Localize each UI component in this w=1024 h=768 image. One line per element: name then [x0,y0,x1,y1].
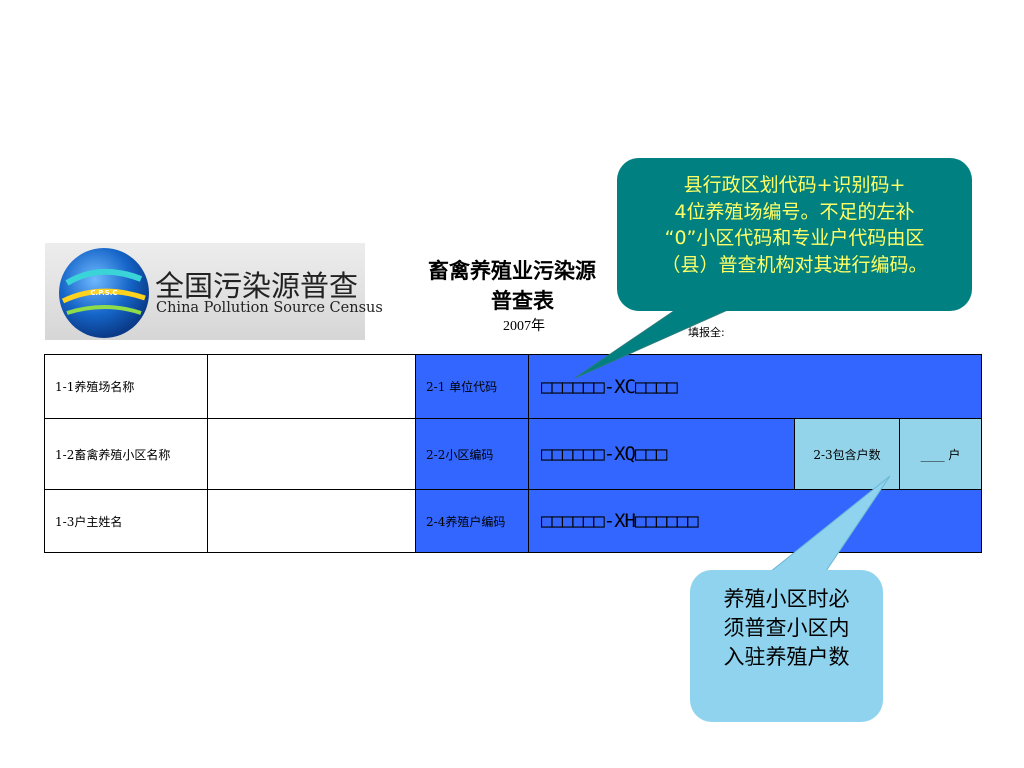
form-note: 填报全: [688,326,725,339]
households-label: 2-3包含户数 [794,418,900,490]
logo-badge-text: C.P.S.C [90,289,117,297]
logo-chinese-text: 全国污染源普查 [155,269,359,303]
farmer-code-label: 2-4养殖户编码 [415,489,529,553]
unit-code-label: 2-1 单位代码 [415,354,529,419]
farmer-code-field[interactable]: □□□□□□-XH□□□□□□ [527,489,983,553]
form-title-line1: 畜禽养殖业污染源 [428,259,596,283]
district-code-label: 2-2小区编码 [415,418,529,490]
farm-name-label: 1-1养殖场名称 [44,354,208,419]
callout-line: 4位养殖场编号。不足的左补 [674,200,915,223]
census-form-table: 1-1养殖场名称 2-1 单位代码 □□□□□□-XC□□□□ 1-2畜禽养殖小… [44,354,983,553]
owner-name-field[interactable] [207,489,416,553]
callout-line: 入驻养殖户数 [723,645,850,669]
census-logo: C.P.S.C 全国污染源普查 China Pollution Source C… [45,243,383,340]
bottom-callout-pointer [758,475,891,581]
callout-line: 养殖小区时必 [723,587,850,611]
top-callout-pointer [574,299,751,379]
form-title-line2: 普查表 [491,289,554,313]
callout-line: 须普查小区内 [723,616,850,640]
owner-name-label: 1-3户主姓名 [44,489,208,553]
households-field[interactable]: ____ 户 [898,418,983,490]
district-name-field[interactable] [207,418,416,490]
table-row: 1-3户主姓名 2-4养殖户编码 □□□□□□-XH□□□□□□ [44,489,983,553]
logo-english-text: China Pollution Source Census [156,300,383,316]
callout-line: 县行政区划代码+识别码+ [683,174,906,196]
farm-name-field[interactable] [207,354,416,419]
district-code-field[interactable]: □□□□□□-XQ□□□ [528,418,795,490]
callout-line: “0”小区代码和专业户代码由区 [664,227,925,249]
household-count-callout: 养殖小区时必 须普查小区内 入驻养殖户数 [690,570,883,722]
form-year: 2007年 [503,319,545,334]
globe-icon: C.P.S.C [59,248,149,338]
callout-line: （县）普查机构对其进行编码。 [661,253,928,276]
code-rule-callout: 县行政区划代码+识别码+ 4位养殖场编号。不足的左补 “0”小区代码和专业户代码… [617,158,972,311]
